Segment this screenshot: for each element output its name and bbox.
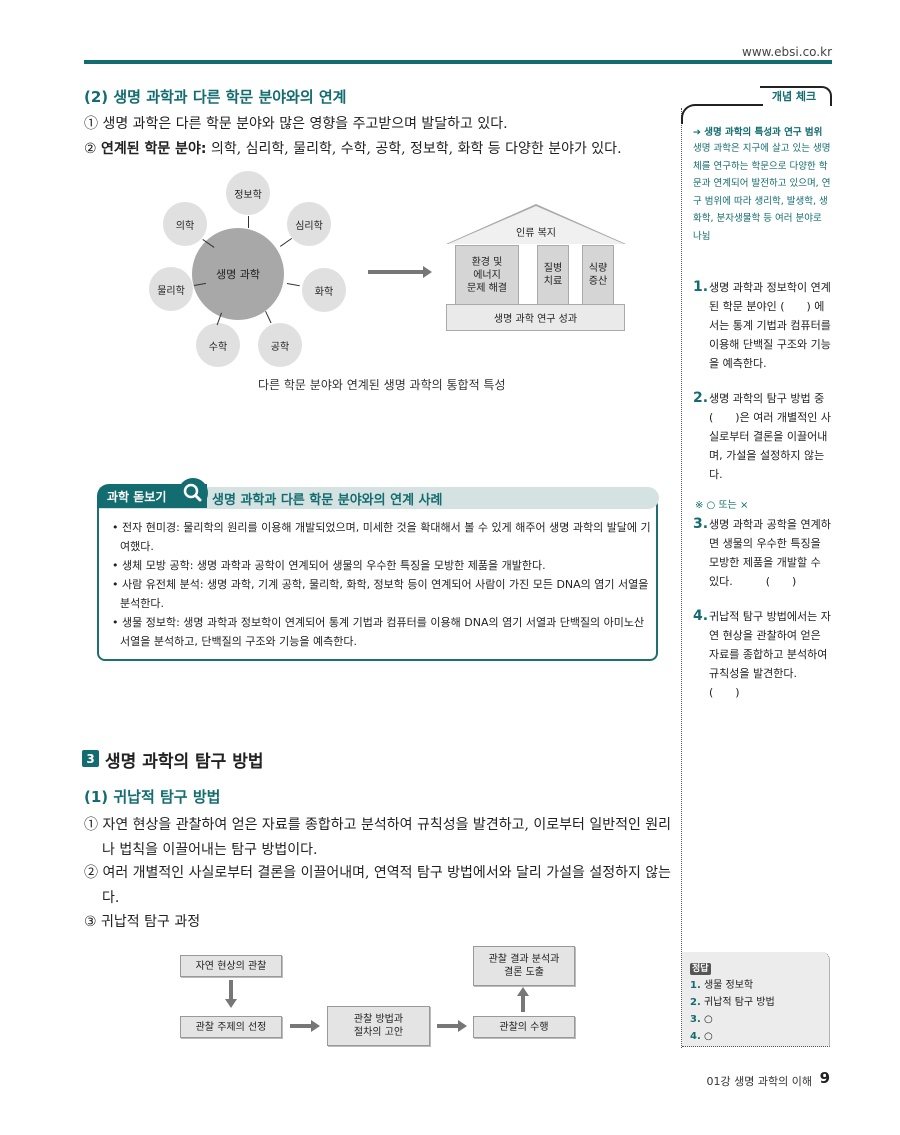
connector-arrow [248, 216, 249, 228]
answer-item: 2. 귀납적 탐구 방법 [690, 997, 775, 1008]
concept-check-tab: 개념 체크 [771, 90, 817, 103]
list-item: • 전자 현미경: 물리학의 원리를 이용해 개발되었으며, 미세한 것을 확대… [112, 521, 651, 553]
concept-tab-border [760, 86, 832, 106]
answer-item: 4. ○ [690, 1031, 713, 1042]
field-circle: 의학 [163, 202, 207, 246]
subsection-title: (1) 귀납적 탐구 방법 [84, 788, 221, 806]
science-box-list: • 전자 현미경: 물리학의 원리를 이용해 개발되었으며, 미세한 것을 확대… [110, 518, 655, 651]
section3-item-2: ② 여러 개별적인 사실로부터 결론을 이끌어내며, 연역적 탐구 방법에서와 … [84, 865, 672, 906]
sidebar-divider [681, 108, 682, 1048]
concept-title: ➔ 생명 과학의 특성과 연구 범위 [693, 127, 823, 138]
right-arrow-icon [290, 1020, 320, 1032]
field-circle: 화학 [302, 268, 346, 312]
science-box-title: 생명 과학과 다른 학문 분야와의 연계 사례 [212, 493, 443, 508]
field-circle: 심리학 [287, 202, 331, 246]
temple-column: 환경 및 에너지 문제 해결 [455, 245, 519, 305]
section2-item-1: ① 생명 과학은 다른 학문 분야와 많은 영향을 주고받으며 발달하고 있다. [84, 116, 508, 132]
connector-arrow [265, 311, 272, 324]
section3-item-1: ① 자연 현상을 관찰하여 얻은 자료를 종합하고 분석하여 규칙성을 발견하고… [84, 817, 672, 858]
temple-roof-label: 인류 복지 [516, 228, 556, 239]
list-item: • 사람 유전체 분석: 생명 과학, 기계 공학, 물리학, 화학, 정보학 … [112, 578, 649, 610]
question-3: 3. 생명 과학과 공학을 연계하면 생물의 우수한 특징을 모방한 제품을 개… [693, 516, 831, 588]
flow-step: 관찰 방법과 절차의 고안 [327, 1006, 430, 1046]
field-circle: 공학 [258, 323, 302, 367]
ox-note: ※ ○ 또는 × [695, 500, 749, 511]
question-4: 4. 귀납적 탐구 방법에서는 자연 현상을 관찰하여 얻은 자료를 종합하고 … [693, 608, 863, 699]
concept-text: 생명 과학은 지구에 살고 있는 생명체를 연구하는 학문으로 다양한 학문과 … [693, 143, 831, 242]
right-arrow-icon [368, 266, 432, 278]
answer-item: 1. 생물 정보학 [690, 980, 754, 991]
connector-arrow [286, 283, 300, 287]
up-arrow-icon [517, 987, 529, 1012]
field-circle: 정보학 [226, 171, 270, 215]
answer-tag: 정답 [690, 963, 711, 975]
section2-item-2: ② 연계된 학문 분야: 의학, 심리학, 물리학, 수학, 공학, 정보학, … [84, 141, 622, 157]
temple-roof [448, 206, 624, 244]
chapter-footer: 01강 생명 과학의 이해 [706, 1075, 812, 1088]
site-url: www.ebsi.co.kr [742, 45, 832, 59]
temple-base: 생명 과학 연구 성과 [446, 304, 625, 331]
section2-title: (2) 생명 과학과 다른 학문 분야와의 연계 [84, 88, 347, 106]
section-number-badge: 3 [82, 750, 99, 767]
field-circle: 물리학 [149, 267, 193, 311]
flow-step: 관찰의 수행 [473, 1016, 575, 1038]
connector-arrow [280, 237, 293, 247]
answer-box: 정답 1. 생물 정보학 2. 귀납적 탐구 방법 3. ○ 4. ○ [682, 952, 830, 1047]
field-circle: 수학 [196, 323, 240, 367]
flow-step: 관찰 결과 분석과 결론 도출 [473, 946, 575, 986]
temple-column: 질병 치료 [537, 245, 569, 305]
concept-tab-border [681, 104, 763, 124]
temple-column: 식량 증산 [582, 245, 614, 305]
answer-item: 3. ○ [690, 1014, 713, 1025]
list-item: • 생체 모방 공학: 생명 과학과 공학이 연계되어 생물의 우수한 특징을 … [112, 559, 546, 572]
magnifier-icon [178, 478, 208, 508]
question-2: 2. 생명 과학의 탐구 방법 중 ( )은 여러 개별적인 사실로부터 결론을… [693, 390, 832, 481]
page-number: 9 [819, 1069, 830, 1087]
flow-step: 자연 현상의 관찰 [180, 955, 282, 977]
down-arrow-icon [225, 980, 237, 1008]
list-item: • 생물 정보학: 생명 과학과 정보학이 연계되어 통계 기법과 컴퓨터를 이… [112, 616, 645, 648]
science-box-header [99, 487, 659, 509]
flow-step: 관찰 주제의 선정 [180, 1016, 282, 1038]
section3-item-3: ③ 귀납적 탐구 과정 [84, 914, 201, 930]
header-rule [84, 60, 832, 64]
right-arrow-icon [437, 1020, 467, 1032]
figure-caption: 다른 학문 분야와 연계된 생명 과학의 통합적 특성 [258, 378, 506, 392]
question-1: 1. 생명 과학과 정보학이 연계된 학문 분야인 ( ) 에서는 통계 기법과… [693, 279, 831, 370]
section3-title: 생명 과학의 탐구 방법 [105, 752, 264, 772]
